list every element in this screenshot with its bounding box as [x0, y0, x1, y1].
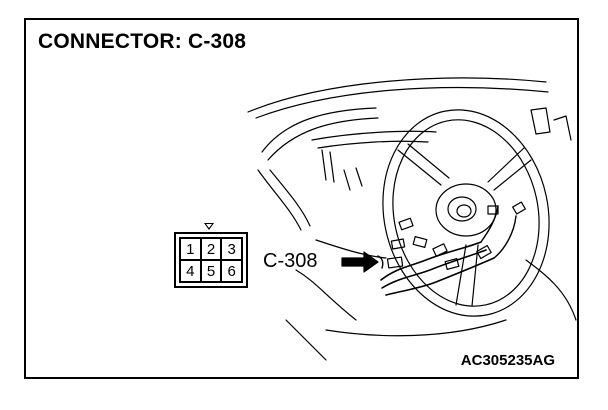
connector-pin: 2 — [200, 238, 222, 260]
diagram-title: CONNECTOR: C-308 — [38, 30, 247, 53]
connector-face: 1 2 3 4 5 6 — [174, 232, 248, 288]
figure-id: AC305235AG — [460, 352, 555, 369]
connector-pin: 3 — [221, 238, 242, 260]
connector-pin: 1 — [180, 238, 201, 260]
connector-pin: 4 — [180, 260, 201, 282]
steering-column-illustration — [247, 77, 577, 361]
connector-pin: 5 — [200, 260, 222, 282]
connector-pin: 6 — [221, 260, 242, 282]
connector-callout-label: C-308 — [263, 250, 318, 272]
connector-pin-grid: 1 2 3 4 5 6 — [179, 237, 243, 283]
connector-key-marker — [204, 223, 214, 230]
diagram-frame: CONNECTOR: C-308 1 2 3 4 5 6 C-308 AC305… — [24, 18, 579, 379]
